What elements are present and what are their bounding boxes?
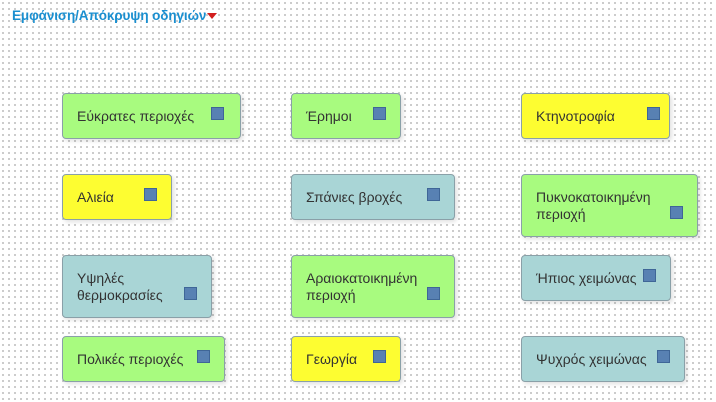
toggle-instructions-label: Εμφάνιση/Απόκρυψη οδηγιών [12, 8, 207, 23]
card-label: Πολικές περιοχές [77, 351, 184, 367]
card-mild-winter[interactable]: Ήπιος χειμώνας [521, 255, 671, 301]
card-densely-populated-area[interactable]: Πυκνοκατοικημένη περιοχή [521, 174, 698, 237]
drag-handle-icon [144, 188, 157, 201]
drag-handle-icon [373, 350, 386, 363]
drag-handle-icon [373, 107, 386, 120]
card-label-line-1: Υψηλές [77, 270, 125, 286]
card-high-temperatures[interactable]: Υψηλές θερμοκρασίες [62, 255, 212, 318]
card-label: Ήπιος χειμώνας [536, 270, 637, 286]
card-agriculture[interactable]: Γεωργία [291, 336, 401, 382]
card-label: Αλιεία [77, 189, 114, 205]
card-label-line-2: περιοχή [306, 287, 356, 303]
drag-handle-icon [427, 188, 440, 201]
card-label-line-2: περιοχή [536, 206, 586, 222]
card-temperate-regions[interactable]: Εύκρατες περιοχές [62, 93, 241, 139]
drag-handle-icon [643, 269, 656, 282]
card-label: Κτηνοτροφία [536, 108, 615, 124]
card-label-line-1: Πυκνοκατοικημένη [536, 189, 651, 205]
toggle-instructions[interactable]: Εμφάνιση/Απόκρυψη οδηγιών [12, 8, 218, 23]
drag-handle-icon [657, 350, 670, 363]
card-label: Γεωργία [306, 351, 358, 367]
card-label-line-1: Αραιοκατοικημένη [306, 270, 418, 286]
card-rare-rainfall[interactable]: Σπάνιες βροχές [291, 174, 455, 220]
card-label: Ψυχρός χειμώνας [536, 351, 647, 367]
caret-down-icon [207, 13, 218, 19]
card-fishing[interactable]: Αλιεία [62, 174, 172, 220]
drag-handle-icon [670, 206, 683, 219]
card-label-line-2: θερμοκρασίες [77, 287, 163, 303]
card-livestock-farming[interactable]: Κτηνοτροφία [521, 93, 670, 139]
card-label: Έρημοι [306, 108, 352, 124]
card-label: Εύκρατες περιοχές [77, 108, 195, 124]
card-deserts[interactable]: Έρημοι [291, 93, 401, 139]
drag-handle-icon [211, 107, 224, 120]
drag-handle-icon [427, 287, 440, 300]
card-cold-winter[interactable]: Ψυχρός χειμώνας [521, 336, 685, 382]
card-sparsely-populated-area[interactable]: Αραιοκατοικημένη περιοχή [291, 255, 455, 318]
drag-handle-icon [184, 287, 197, 300]
drag-handle-icon [197, 350, 210, 363]
card-label: Σπάνιες βροχές [306, 189, 403, 205]
card-polar-regions[interactable]: Πολικές περιοχές [62, 336, 225, 382]
drag-handle-icon [647, 107, 660, 120]
